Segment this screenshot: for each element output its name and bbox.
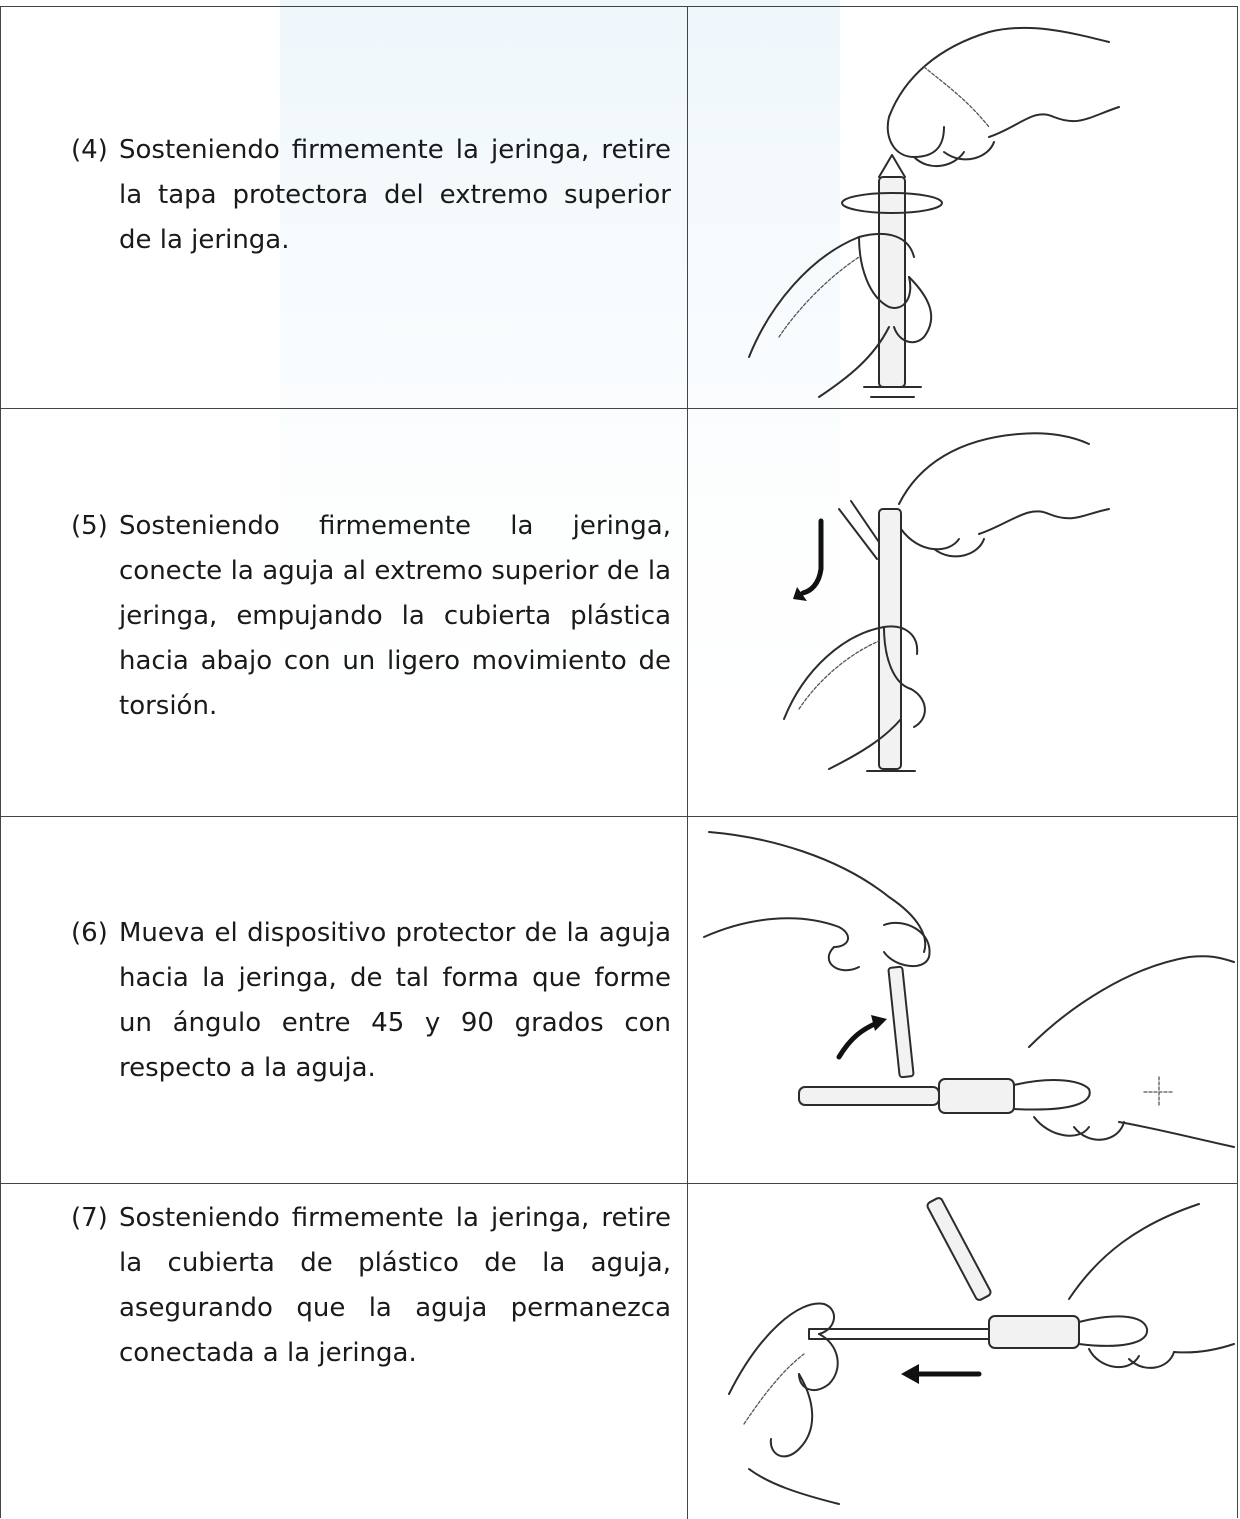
table-row: (7) Sosteniendo firmemente la jeringa, r… — [1, 1184, 1237, 1519]
column-divider — [687, 409, 688, 816]
down-arrow-icon — [800, 518, 824, 596]
step-instruction: Sosteniendo firmemente la jeringa, retir… — [119, 134, 671, 255]
step-text-cell: (4) Sosteniendo firmemente la jeringa, r… — [1, 7, 687, 409]
step-instruction: Mueva el dispositivo protector de la agu… — [119, 917, 671, 1083]
column-divider — [687, 7, 688, 408]
hands-removing-needle-cover-illustration — [689, 1184, 1239, 1519]
step-4: (4) Sosteniendo firmemente la jeringa, r… — [71, 128, 671, 263]
table-row: (4) Sosteniendo firmemente la jeringa, r… — [1, 7, 1237, 409]
instructions-table: (4) Sosteniendo firmemente la jeringa, r… — [0, 6, 1238, 1519]
step-number: (4) — [71, 134, 108, 165]
table-row: (6) Mueva el dispositivo protector de la… — [1, 817, 1237, 1184]
hands-removing-syringe-cap-illustration — [689, 7, 1239, 409]
step-7: (7) Sosteniendo firmemente la jeringa, r… — [71, 1196, 671, 1376]
curved-arrow-icon — [836, 1020, 880, 1060]
step-text-cell: (5) Sosteniendo firmemente la jeringa, c… — [1, 409, 687, 817]
column-divider — [687, 817, 688, 1183]
step-text-cell: (6) Mueva el dispositivo protector de la… — [1, 817, 687, 1184]
hands-attaching-needle-illustration — [689, 409, 1239, 817]
step-instruction: Sosteniendo firmemente la jeringa, retir… — [119, 1203, 671, 1368]
table-row: (5) Sosteniendo firmemente la jeringa, c… — [1, 409, 1237, 817]
step-text-cell: (7) Sosteniendo firmemente la jeringa, r… — [1, 1184, 687, 1404]
step-5: (5) Sosteniendo firmemente la jeringa, c… — [71, 504, 671, 729]
step-number: (5) — [71, 510, 108, 541]
step-number: (6) — [71, 917, 108, 948]
column-divider — [687, 1184, 688, 1519]
step-6: (6) Mueva el dispositivo protector de la… — [71, 911, 671, 1091]
hands-tilting-needle-guard-illustration — [689, 817, 1239, 1184]
step-number: (7) — [71, 1203, 108, 1233]
step-instruction: Sosteniendo firmemente la jeringa, conec… — [119, 510, 671, 721]
